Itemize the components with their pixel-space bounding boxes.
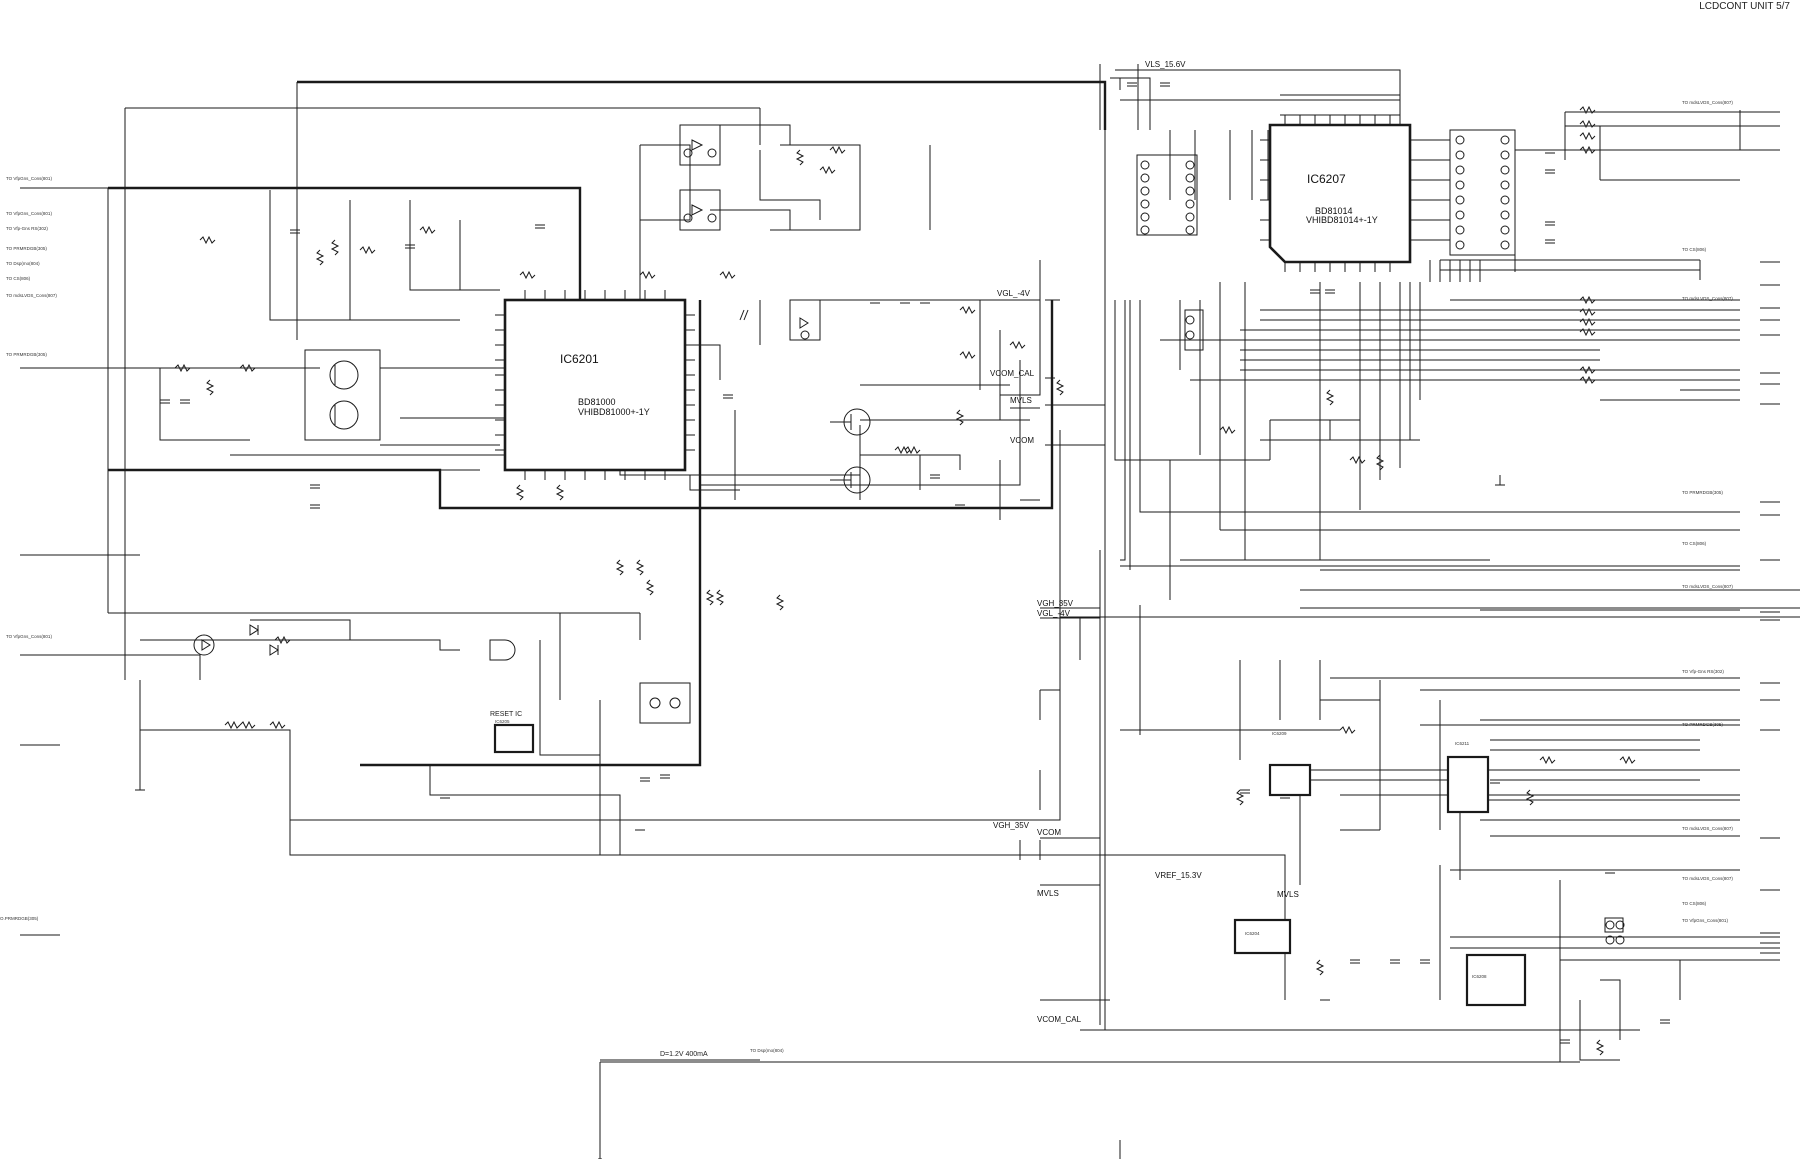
resistor-networks — [1136, 129, 1516, 351]
right-connector-3: TO mdsLVDS_Cons(807) — [1682, 296, 1733, 301]
ic6209-ref: IC6209 — [1272, 731, 1287, 736]
bjt-pair — [830, 408, 871, 494]
right-connectors: TO mdsLVDS_Cons(807) TO CS(806) TO mdsLV… — [1682, 100, 1733, 923]
left-connector-9: TO VfpGns_Cons(801) — [6, 634, 52, 639]
right-connector-12: TO VfpGns_Cons(801) — [1682, 918, 1728, 923]
ic6201-ref: IC6201 — [560, 352, 599, 366]
ic6201-pins-left — [495, 314, 505, 451]
filter-block — [1604, 917, 1625, 945]
passive-components — [135, 82, 1670, 1159]
net-vcom-b: VCOM — [1037, 828, 1061, 837]
left-connector-2: TO VfpGns_Cons(801) — [6, 211, 52, 216]
ic6209: IC6209 — [1268, 731, 1312, 797]
net-vgh-35v-a: VGH_35V — [1037, 599, 1074, 608]
left-connector-4: TO PRMRDGB(305) — [6, 246, 47, 251]
transistor-array — [304, 349, 381, 441]
diode-block-mid — [789, 299, 821, 341]
net-mvls-c: MVLS — [1277, 890, 1299, 899]
net-mvls-a: MVLS — [1010, 396, 1032, 405]
net-vref: VREF_15.3V — [1155, 871, 1202, 880]
bottom-current-label: D=1.2V 400mA — [660, 1051, 708, 1058]
ic6205-title: RESET IC — [490, 711, 522, 718]
ic6207-part: BD81014 — [1315, 206, 1353, 216]
right-connector-9: TO mdsLVDS_Cons(807) — [1682, 826, 1733, 831]
left-connector-7: TO mdsLVDS_Cons(807) — [6, 293, 57, 298]
net-vcom-cal-b: VCOM_CAL — [1037, 1015, 1082, 1024]
left-connector-8: TO PRMRDGB(305) — [6, 352, 47, 357]
left-connector-6: TO CS(806) — [6, 276, 31, 281]
ic6204-ref: IC6204 — [1245, 931, 1260, 936]
right-connector-8: TO PRMRDGB(305) — [1682, 722, 1723, 727]
ic6201-pins-top — [524, 290, 666, 300]
left-connector-1: TO VfpGns_Cons(801) — [6, 176, 52, 181]
ic6211: IC6211 — [1446, 741, 1490, 814]
net-vgl-4v-b: VGL_-4V — [1037, 609, 1071, 618]
net-vcom-a: VCOM — [1010, 436, 1034, 445]
transistor-q6203 — [193, 634, 215, 656]
ic6208-ref: IC6208 — [1472, 974, 1487, 979]
ic6205: RESET IC IC6205 — [490, 711, 535, 754]
ic6205-ref: IC6205 — [495, 719, 510, 724]
right-connector-1: TO mdsLVDS_Cons(807) — [1682, 100, 1733, 105]
right-connector-7: TO Vfp-Gns RS(302) — [1682, 669, 1724, 674]
net-labels: VLS_15.6V VGL_-4V VCOM_CAL MVLS VCOM VGH… — [990, 60, 1299, 1024]
ic6201-part: BD81000 — [578, 397, 616, 407]
ic6207: IC6207 BD81014 VHIBD81014+-1Y — [1260, 115, 1420, 272]
bottom-dest-label: TO Dsp(mo(804) — [750, 1048, 784, 1053]
right-connector-11: TO CS(806) — [1682, 901, 1707, 906]
ic6211-ref: IC6211 — [1455, 741, 1470, 746]
right-connector-5: TO CS(806) — [1682, 541, 1707, 546]
net-wiring — [20, 64, 1800, 1159]
right-connector-6: TO mdsLVDS_Cons(807) — [1682, 584, 1733, 589]
ic6207-part-variant: VHIBD81014+-1Y — [1306, 215, 1378, 225]
net-mvls-b: MVLS — [1037, 889, 1059, 898]
ic6201: IC6201 BD81000 VHIBD81000+-1Y — [495, 290, 695, 480]
right-connector-10: TO mdsLVDS_Cons(807) — [1682, 876, 1733, 881]
ic6201-part-variant: VHIBD81000+-1Y — [578, 407, 650, 417]
page-title: LCDCONT UNIT 5/7 — [1699, 1, 1790, 12]
diode-d6217 — [249, 624, 279, 656]
ic6204: IC6204 — [1233, 918, 1292, 955]
net-vls: VLS_15.6V — [1145, 60, 1186, 69]
net-vcom-cal-a: VCOM_CAL — [990, 369, 1035, 378]
mosfet-block — [639, 682, 691, 724]
net-vgh-35v-b: VGH_35V — [993, 821, 1030, 830]
ic6207-ref: IC6207 — [1307, 172, 1346, 186]
ic6208: IC6208 — [1465, 953, 1527, 1007]
left-edge-label: O.PRMRDGB(305) — [0, 916, 39, 921]
logic-gate — [489, 639, 516, 661]
ic6201-pins-right — [685, 314, 695, 451]
left-connector-5: TO Dsp(mo(804) — [6, 261, 40, 266]
bottom-note: D=1.2V 400mA TO Dsp(mo(804) — [660, 1048, 784, 1058]
net-vgl-4v-a: VGL_-4V — [997, 289, 1031, 298]
left-connectors: TO VfpGns_Cons(801) TO VfpGns_Cons(801) … — [0, 176, 57, 921]
left-connector-3: TO Vfp-Gns RS(302) — [6, 226, 48, 231]
diode-block-top — [679, 124, 721, 231]
right-connector-2: TO CS(806) — [1682, 247, 1707, 252]
ic6201-pins-bottom — [524, 470, 666, 480]
right-connector-4: TO PRMRDGB(305) — [1682, 490, 1723, 495]
rails — [1039, 299, 1105, 1001]
